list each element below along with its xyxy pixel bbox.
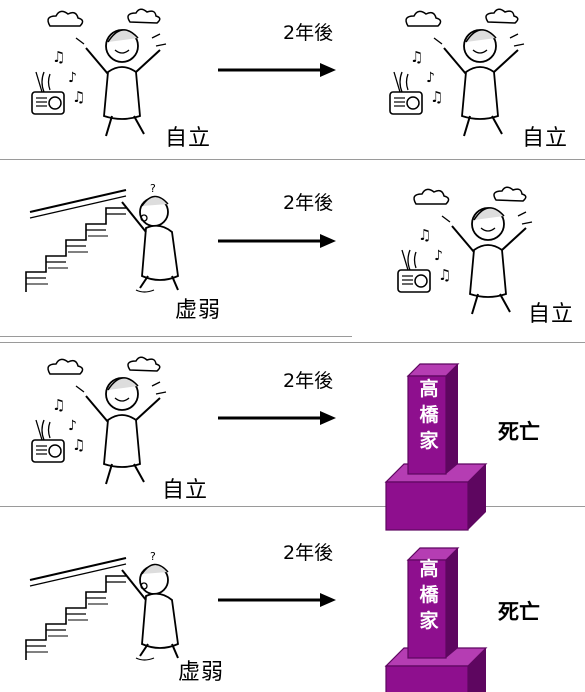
grave-char: 橋 <box>419 404 439 426</box>
row-2-period-label: 2年後 <box>283 192 334 214</box>
happy-elder-with-radio-illustration <box>397 186 533 315</box>
happy-elder-with-radio-illustration <box>389 8 525 138</box>
row-4-period-label: 2年後 <box>283 542 334 564</box>
family-grave-illustration <box>385 363 487 531</box>
grave-inscription: 高 橋 家 <box>416 556 442 634</box>
row-separator <box>0 159 585 160</box>
row-3-before-label: 自立 <box>162 478 209 503</box>
right-arrow-icon <box>218 593 336 607</box>
row-2-before-label: 虚弱 <box>175 298 222 323</box>
row-1-period-label: 2年後 <box>283 22 334 44</box>
row-separator <box>0 506 585 507</box>
grave-char: 高 <box>419 558 439 580</box>
grave-char: 高 <box>419 378 439 400</box>
row-1-after-label: 自立 <box>522 126 569 151</box>
right-arrow-icon <box>218 63 336 77</box>
happy-elder-with-radio-illustration <box>31 8 167 138</box>
elder-climbing-stairs-illustration <box>25 181 179 293</box>
elder-climbing-stairs-illustration <box>25 549 179 661</box>
row-3-death-label: 死亡 <box>498 420 540 444</box>
row-separator <box>0 342 585 343</box>
right-arrow-icon <box>218 234 336 248</box>
grave-inscription: 高 橋 家 <box>416 376 442 454</box>
row-2-after-label: 自立 <box>528 302 575 327</box>
row-4-before-label: 虚弱 <box>178 660 225 685</box>
right-arrow-icon <box>218 411 336 425</box>
row-1-before-label: 自立 <box>165 126 212 151</box>
row-separator <box>0 336 352 337</box>
happy-elder-with-radio-illustration <box>31 356 167 485</box>
grave-char: 家 <box>419 610 439 632</box>
row-4-death-label: 死亡 <box>498 600 540 624</box>
row-3-period-label: 2年後 <box>283 370 334 392</box>
grave-char: 家 <box>419 430 439 452</box>
family-grave-illustration <box>385 547 487 692</box>
grave-char: 橋 <box>419 584 439 606</box>
